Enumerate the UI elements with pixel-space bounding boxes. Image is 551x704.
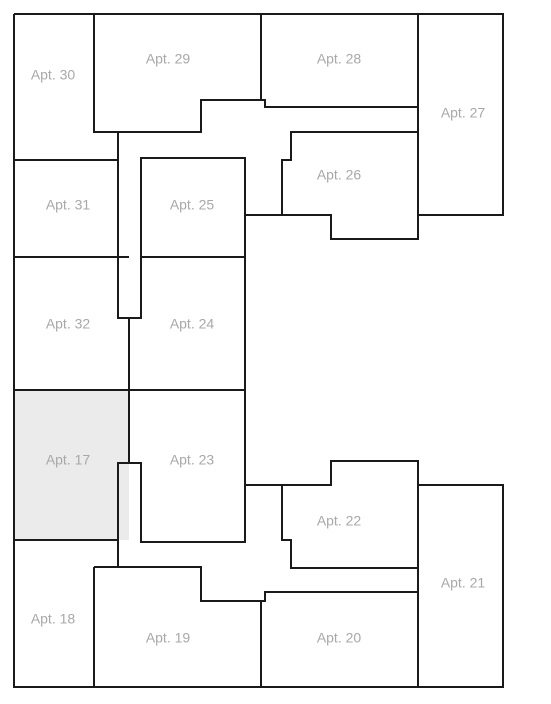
label-apt-21[interactable]: Apt. 21 xyxy=(441,575,486,591)
label-apt-26[interactable]: Apt. 26 xyxy=(317,167,362,183)
unit-wall-19-20 xyxy=(93,566,418,687)
unit-wall-28 xyxy=(261,13,419,108)
label-apt-17[interactable]: Apt. 17 xyxy=(46,452,91,468)
label-apt-27[interactable]: Apt. 27 xyxy=(441,105,486,121)
label-apt-32[interactable]: Apt. 32 xyxy=(46,316,91,332)
label-apt-20[interactable]: Apt. 20 xyxy=(317,630,362,646)
apt-17-highlight xyxy=(14,390,129,540)
label-apt-31[interactable]: Apt. 31 xyxy=(46,197,91,213)
label-apt-24[interactable]: Apt. 24 xyxy=(170,316,215,332)
label-apt-19[interactable]: Apt. 19 xyxy=(146,630,191,646)
corridor-wall-upper xyxy=(117,132,246,390)
label-apt-29[interactable]: Apt. 29 xyxy=(146,51,191,67)
unit-wall-26 xyxy=(245,131,419,240)
unit-labels: Apt. 30 Apt. 29 Apt. 28 Apt. 27 Apt. 26 … xyxy=(31,51,486,646)
label-apt-23[interactable]: Apt. 23 xyxy=(170,452,215,468)
label-apt-28[interactable]: Apt. 28 xyxy=(317,51,362,67)
label-apt-18[interactable]: Apt. 18 xyxy=(31,611,76,627)
unit-wall-29 xyxy=(93,13,262,133)
outer-wall-left xyxy=(13,13,504,688)
label-apt-30[interactable]: Apt. 30 xyxy=(31,67,76,83)
label-apt-22[interactable]: Apt. 22 xyxy=(317,513,362,529)
label-apt-25[interactable]: Apt. 25 xyxy=(170,197,215,213)
corridor-wall-lower xyxy=(94,389,246,568)
walls xyxy=(13,13,504,688)
